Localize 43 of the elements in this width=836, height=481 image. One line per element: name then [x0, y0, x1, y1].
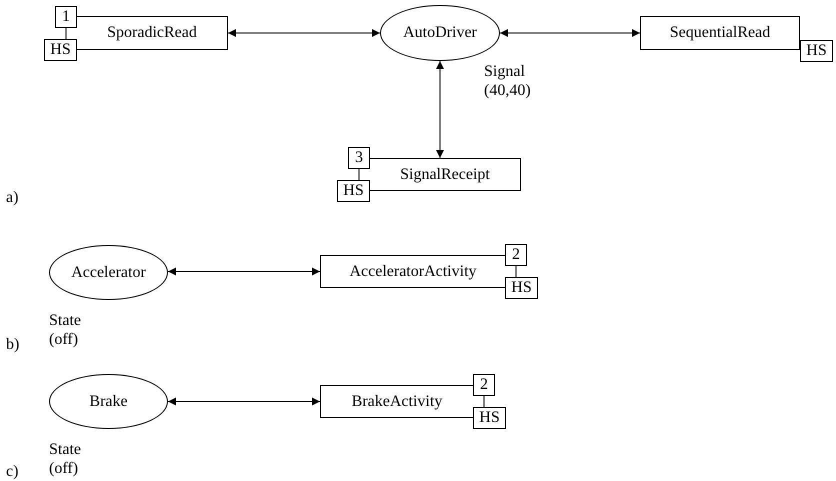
- node-label: SequentialRead: [670, 25, 770, 41]
- process-box: [320, 385, 473, 418]
- tag-label: HS: [50, 42, 71, 58]
- tag-box: [473, 374, 495, 396]
- process-box: [370, 158, 521, 191]
- node-note: State (off): [49, 311, 82, 349]
- connector-line: [358, 168, 360, 180]
- node-label: SignalReceipt: [400, 166, 490, 182]
- process-box: [320, 255, 505, 288]
- panel-label: c): [6, 462, 18, 481]
- tag-label: 1: [62, 9, 70, 25]
- double-arrow: [228, 29, 380, 37]
- tag-box: [337, 180, 370, 202]
- node-label: Accelerator: [71, 264, 146, 280]
- tag-label: 2: [480, 377, 488, 393]
- tag-box: [55, 6, 77, 28]
- tag-label: HS: [511, 280, 532, 296]
- panel-label: b): [6, 335, 20, 354]
- tag-box: [505, 277, 538, 299]
- tag-label: HS: [806, 43, 827, 59]
- node-label: AcceleratorActivity: [349, 264, 477, 280]
- tag-box: [44, 39, 77, 61]
- node-note: State (off): [49, 440, 82, 478]
- tag-label: HS: [343, 183, 364, 199]
- tag-label: HS: [479, 410, 500, 426]
- tag-label: 2: [512, 247, 520, 263]
- process-box: [640, 16, 800, 50]
- tag-box: [473, 407, 506, 429]
- double-arrow: [168, 398, 320, 406]
- node-label: AutoDriver: [403, 25, 477, 41]
- node-label: Brake: [89, 394, 128, 410]
- tag-box: [505, 244, 527, 266]
- panel-label: a): [6, 188, 18, 207]
- tag-box: [348, 147, 370, 169]
- node-note: Signal (40,40): [484, 62, 532, 100]
- double-arrow: [500, 29, 640, 37]
- double-arrow: [436, 60, 444, 158]
- node-label: BrakeActivity: [352, 394, 442, 410]
- process-box: [77, 16, 228, 50]
- double-arrow: [168, 268, 320, 276]
- node-label: SporadicRead: [107, 25, 197, 41]
- tag-box: [800, 40, 833, 62]
- tag-label: 3: [355, 150, 363, 166]
